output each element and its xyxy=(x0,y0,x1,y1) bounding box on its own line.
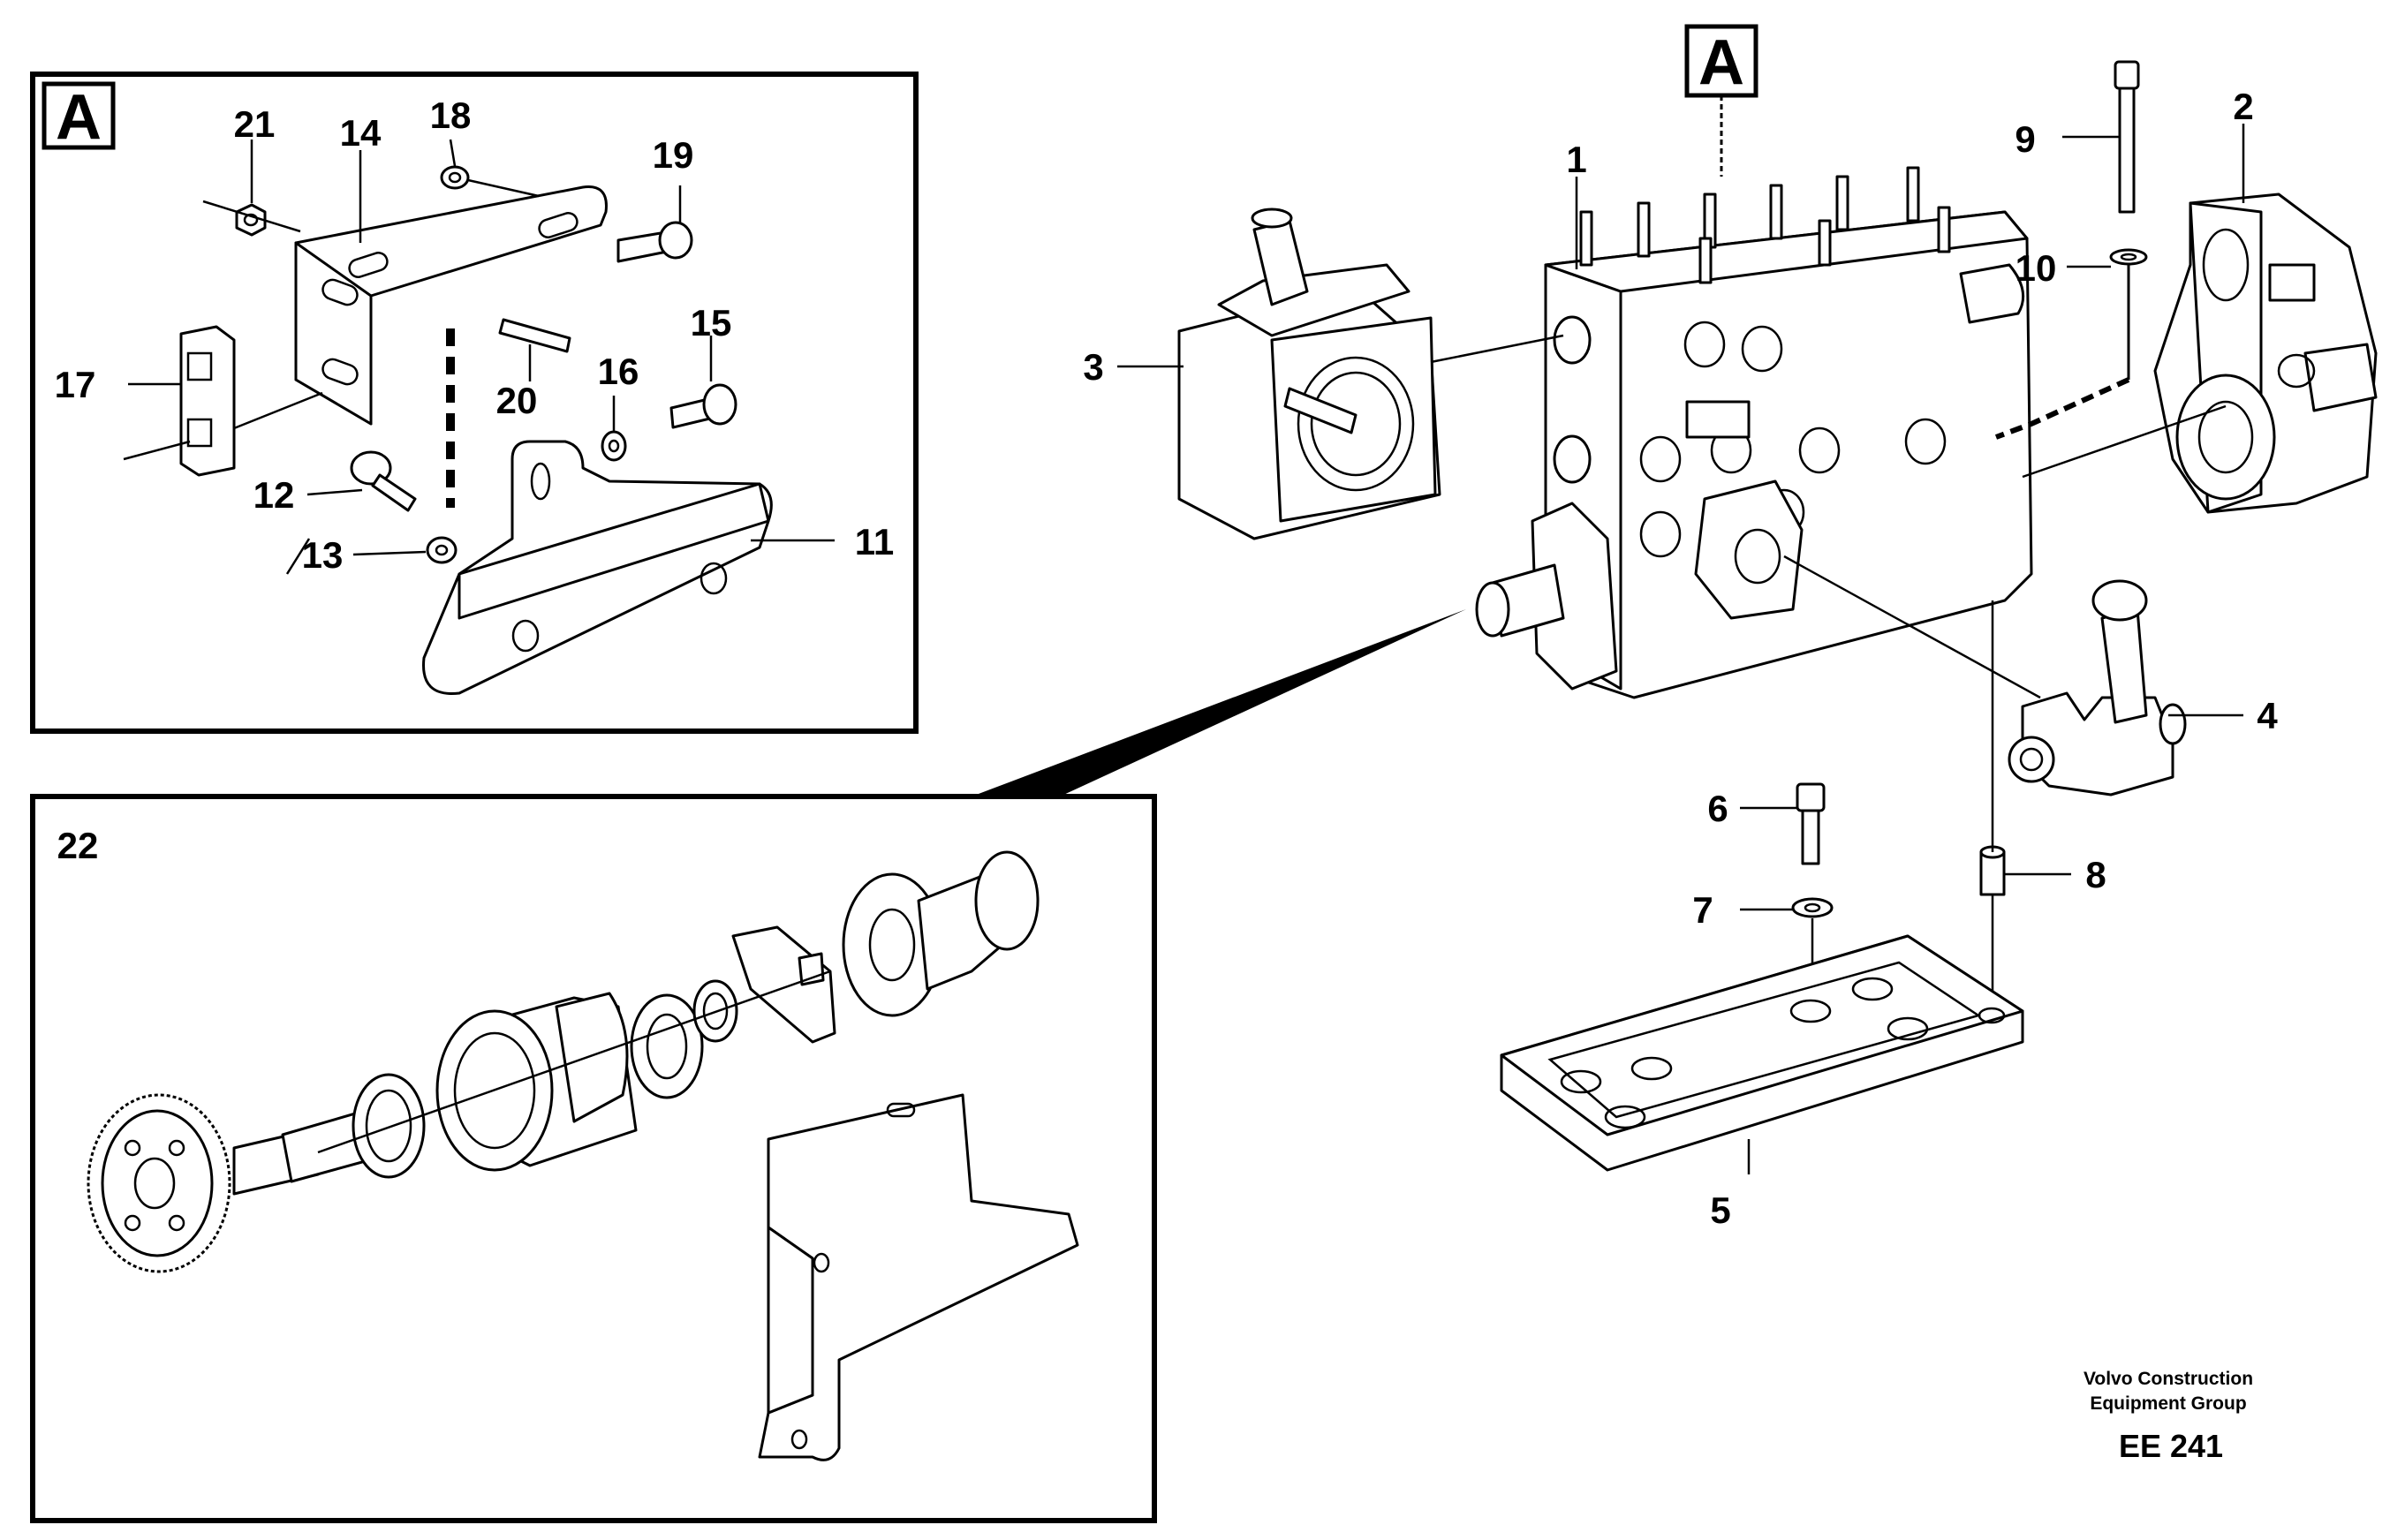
bracket-14 xyxy=(294,185,608,426)
main-view-letter-box: A xyxy=(1684,24,1758,177)
detail-22-label: 22 xyxy=(57,825,99,866)
screw-15 xyxy=(669,383,737,429)
callout-16: 16 xyxy=(598,351,639,392)
washer-18 xyxy=(440,165,470,190)
leader-lines-main xyxy=(1117,124,2245,1174)
detail-a-panel: A xyxy=(30,72,919,734)
injection-pump-1 xyxy=(1544,166,2033,699)
detail-a-letter: A xyxy=(56,82,102,153)
sleeve-8 xyxy=(1979,845,2006,896)
callout-18: 18 xyxy=(430,94,472,136)
screw-19 xyxy=(616,221,693,263)
washer-16 xyxy=(601,430,627,462)
callout-5: 5 xyxy=(1710,1189,1730,1231)
washer-13 xyxy=(426,536,458,564)
mounting-bracket-22 xyxy=(758,1093,1079,1461)
coupling-flange xyxy=(842,850,1040,1017)
callout-17: 17 xyxy=(55,364,96,405)
stud-20 xyxy=(498,318,571,353)
main-view: A xyxy=(1083,24,2378,1231)
bracket-11 xyxy=(422,440,773,695)
callout-10: 10 xyxy=(2016,247,2057,289)
callout-7: 7 xyxy=(1692,889,1713,931)
base-plate-5 xyxy=(1500,934,2024,1172)
bearing-1 xyxy=(352,1073,426,1179)
detail-a-letter-box: A xyxy=(42,81,116,153)
footer: Volvo Construction Equipment Group EE 24… xyxy=(2084,1369,2253,1464)
plate-17 xyxy=(179,325,236,477)
nut-21 xyxy=(235,203,267,237)
bearing-2 xyxy=(630,993,704,1099)
callout-2: 2 xyxy=(2233,86,2253,127)
washer-7 xyxy=(1791,897,1834,918)
main-view-letter: A xyxy=(1698,27,1744,98)
screw-9 xyxy=(2114,60,2140,214)
drive-axis-line xyxy=(317,970,831,1154)
feed-pump-axis-line xyxy=(1783,555,2041,699)
governor-cover-3 xyxy=(1177,208,1441,540)
callout-6: 6 xyxy=(1707,788,1728,829)
callout-4: 4 xyxy=(2257,695,2278,736)
pump-studs xyxy=(1579,166,1951,284)
callout-13: 13 xyxy=(302,534,344,576)
governor-2 xyxy=(2153,192,2378,514)
pump-drive-flange xyxy=(1475,502,1618,691)
callout-20: 20 xyxy=(496,380,538,421)
detail-22-panel: 22 xyxy=(30,609,1466,1523)
drawing-code: EE 241 xyxy=(2119,1428,2223,1464)
callout-21: 21 xyxy=(234,103,276,145)
callout-14: 14 xyxy=(340,112,382,154)
callout-1: 1 xyxy=(1566,139,1586,180)
drive-gear xyxy=(87,1093,231,1273)
callout-15: 15 xyxy=(691,302,732,343)
leader-lines-detail-a xyxy=(123,139,835,575)
bolt-6 xyxy=(1796,782,1826,865)
governor-alignment-dashed xyxy=(1994,377,2130,440)
callout-8: 8 xyxy=(2085,854,2106,895)
callout-19: 19 xyxy=(653,134,694,176)
callout-11: 11 xyxy=(855,521,894,562)
coupling-arm xyxy=(731,925,836,1044)
company-line-2: Equipment Group xyxy=(2090,1393,2246,1414)
company-line-1: Volvo Construction xyxy=(2084,1369,2253,1389)
detail-22-pointer-wedge xyxy=(972,609,1466,796)
washer-10 xyxy=(2109,248,2148,266)
screw-12 xyxy=(350,450,417,512)
feed-pump-4 xyxy=(2008,579,2187,796)
callout-12: 12 xyxy=(253,474,295,516)
callout-9: 9 xyxy=(2015,118,2035,160)
callout-3: 3 xyxy=(1083,346,1103,388)
